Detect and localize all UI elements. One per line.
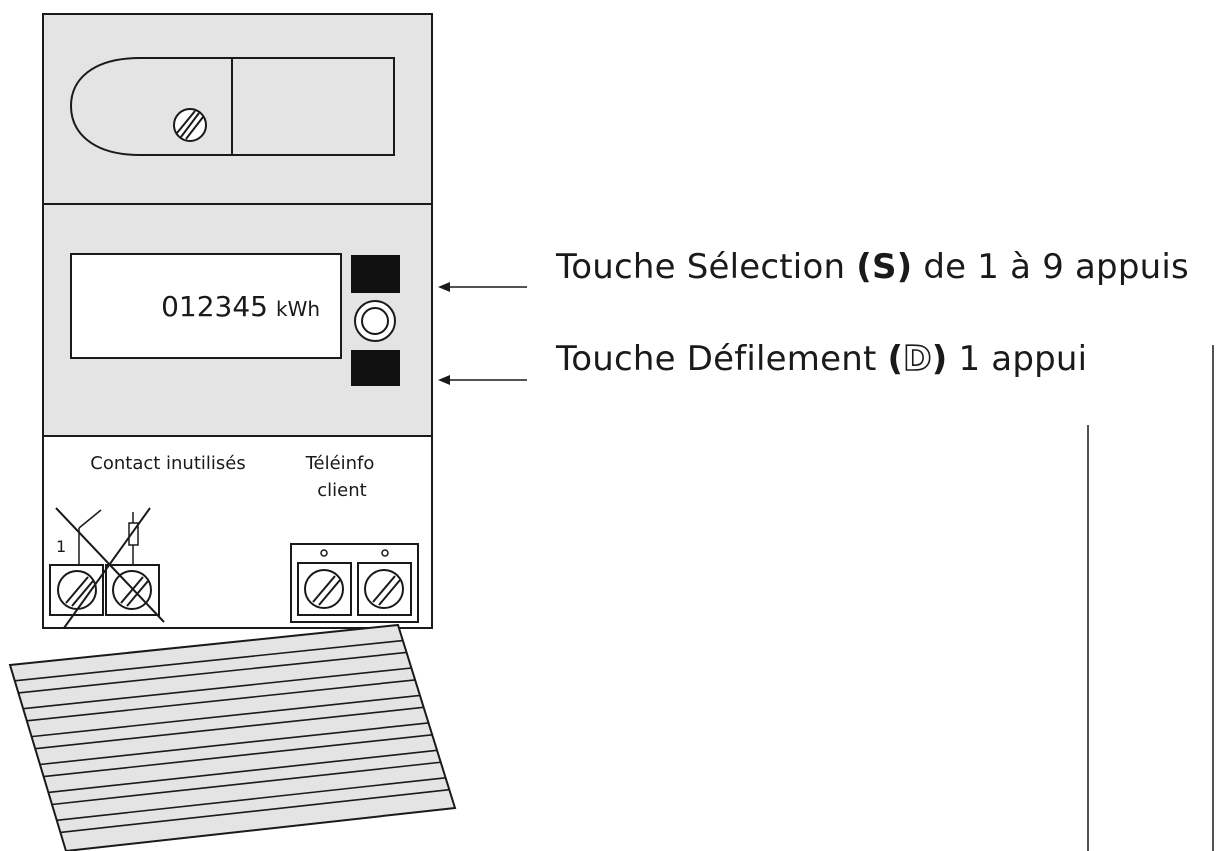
cover-rib-line: [23, 667, 412, 710]
selection-callout: Touche Sélection (S) de 1 à 9 appuis: [556, 247, 1189, 287]
screw-slot: [312, 575, 336, 603]
bottom-button[interactable]: [351, 350, 400, 386]
screw-slot: [372, 575, 396, 603]
meter-housing: [42, 13, 433, 629]
selection-arrow-head: [438, 282, 450, 292]
screw-slot: [65, 576, 89, 604]
unused-contacts-label: Contact inutilisés: [90, 453, 245, 474]
cover-rib-line: [18, 651, 407, 694]
teleinfo-label-line2: client: [317, 480, 366, 501]
selection-button[interactable]: [351, 255, 400, 293]
teleinfo-terminals: [290, 543, 419, 623]
breaker-element: [69, 57, 395, 156]
selection-key-paren-close: ): [896, 247, 913, 287]
breaker-screw-slot: [185, 116, 204, 140]
contact-lead-left-bend: [78, 509, 102, 529]
breaker-handle: [69, 57, 233, 156]
breaker-screw-slot: [180, 112, 200, 138]
scroll-key-letter: D: [902, 338, 932, 380]
cover-rib-line: [60, 788, 450, 834]
cover-rib-line: [51, 761, 441, 806]
selection-arrow: [438, 282, 527, 292]
display-reading: 012345: [161, 290, 268, 323]
display-unit: kWh: [276, 297, 320, 321]
scroll-callout-suffix: 1 appui: [947, 339, 1088, 379]
display-screen: [70, 253, 342, 359]
terminal-cover: [8, 623, 457, 851]
scroll-arrow-head: [438, 375, 450, 385]
cover-ribs: [14, 639, 450, 834]
scroll-key-paren-close: ): [931, 339, 948, 379]
cover-rib-line: [48, 749, 438, 794]
scroll-button-ring: [361, 307, 389, 335]
scroll-arrow: [438, 375, 527, 385]
breaker-screw-slot: [176, 110, 196, 134]
teleinfo-indicator-right-icon: [381, 549, 389, 557]
scroll-callout-prefix: Touche Défilement: [556, 339, 888, 379]
teleinfo-label-line1: Téléinfo: [305, 453, 375, 474]
screw-slot: [120, 576, 144, 604]
scroll-key-paren-open: (: [887, 339, 904, 379]
screw-slot: [71, 580, 94, 607]
teleinfo-indicator-left-icon: [320, 549, 328, 557]
cover-rib-line: [35, 706, 424, 750]
cover-rib-line: [14, 639, 403, 682]
breaker-body: [231, 57, 395, 156]
cover-rib-line: [43, 734, 433, 778]
cross-out-line: [63, 507, 151, 629]
cover-rib-line: [26, 679, 416, 722]
screw-slot: [378, 579, 401, 606]
selection-key-paren-open: (: [856, 247, 872, 287]
cover-rib-line: [39, 722, 429, 766]
selection-callout-prefix: Touche Sélection: [556, 247, 857, 287]
unused-contacts: 1: [49, 507, 165, 629]
cover-rib-line: [56, 777, 446, 822]
selection-callout-suffix: de 1 à 9 appuis: [912, 247, 1189, 287]
selection-key-letter: S: [871, 247, 897, 287]
screw-slot: [318, 579, 341, 606]
scroll-callout: Touche Défilement (D) 1 appui: [556, 338, 1088, 380]
cover-rib-line: [31, 694, 421, 738]
terminal-number-label: 1: [56, 537, 66, 556]
